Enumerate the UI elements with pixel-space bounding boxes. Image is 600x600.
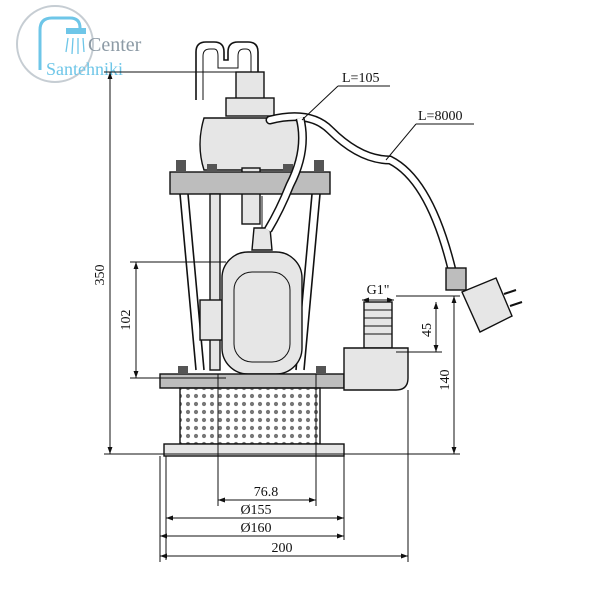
handle-outer xyxy=(195,41,259,100)
leader-long xyxy=(385,123,417,161)
motor-housing xyxy=(199,117,301,171)
frame-leg-left xyxy=(179,193,197,371)
float-switch-inner xyxy=(233,271,291,363)
dim-dia-160: Ø160 xyxy=(240,521,271,536)
pump-body xyxy=(159,41,523,457)
flange-bolts xyxy=(176,160,324,172)
leader-short xyxy=(301,85,339,121)
plug-pin-bottom xyxy=(509,301,523,307)
dim-width-76: 76.8 xyxy=(254,485,279,500)
dim-height-float: 102 xyxy=(119,310,134,331)
logo-ring xyxy=(16,5,94,83)
dim-height-outlet: 140 xyxy=(438,370,453,391)
dimensions: 350 102 140 45 G1" L=105 L=8000 xyxy=(93,71,474,562)
base-bolts xyxy=(178,366,326,374)
shower-icon xyxy=(38,16,82,70)
strainer-grille xyxy=(179,387,321,445)
logo-text-bottom: Santehniki xyxy=(46,59,123,79)
power-cable-inner xyxy=(267,113,455,273)
outlet-nozzle xyxy=(363,301,393,349)
logo-text-top: Center xyxy=(88,34,142,56)
brand-logo: Center Santehniki xyxy=(16,5,142,83)
base-foot xyxy=(163,443,345,457)
plug-pin-top xyxy=(503,289,517,295)
plug-body xyxy=(461,277,513,333)
shower-head-icon xyxy=(66,28,86,34)
plug-strain-relief xyxy=(445,267,467,291)
cable-gland xyxy=(235,71,265,103)
upper-flange xyxy=(169,171,331,195)
motor-cap xyxy=(225,97,275,117)
pipe-bracket xyxy=(199,299,223,341)
dim-height-total: 350 xyxy=(93,265,108,286)
float-connector xyxy=(251,227,273,251)
handle-inner xyxy=(202,48,252,100)
discharge-pipe xyxy=(209,193,221,371)
dim-thread-height: 45 xyxy=(420,323,435,337)
dim-dia-155: Ø155 xyxy=(240,503,271,518)
outlet-thread xyxy=(364,309,392,335)
dim-cable-short: L=105 xyxy=(342,71,379,86)
dim-width-200: 200 xyxy=(272,541,293,556)
frame-leg-left-inner xyxy=(187,193,205,371)
dim-thread-size: G1" xyxy=(367,283,390,298)
water-drops-icon xyxy=(65,37,85,55)
dim-cable-long: L=8000 xyxy=(418,109,462,124)
outlet-elbow xyxy=(343,347,409,391)
float-switch-cable-inner xyxy=(265,117,306,232)
frame-leg-right xyxy=(303,193,321,371)
